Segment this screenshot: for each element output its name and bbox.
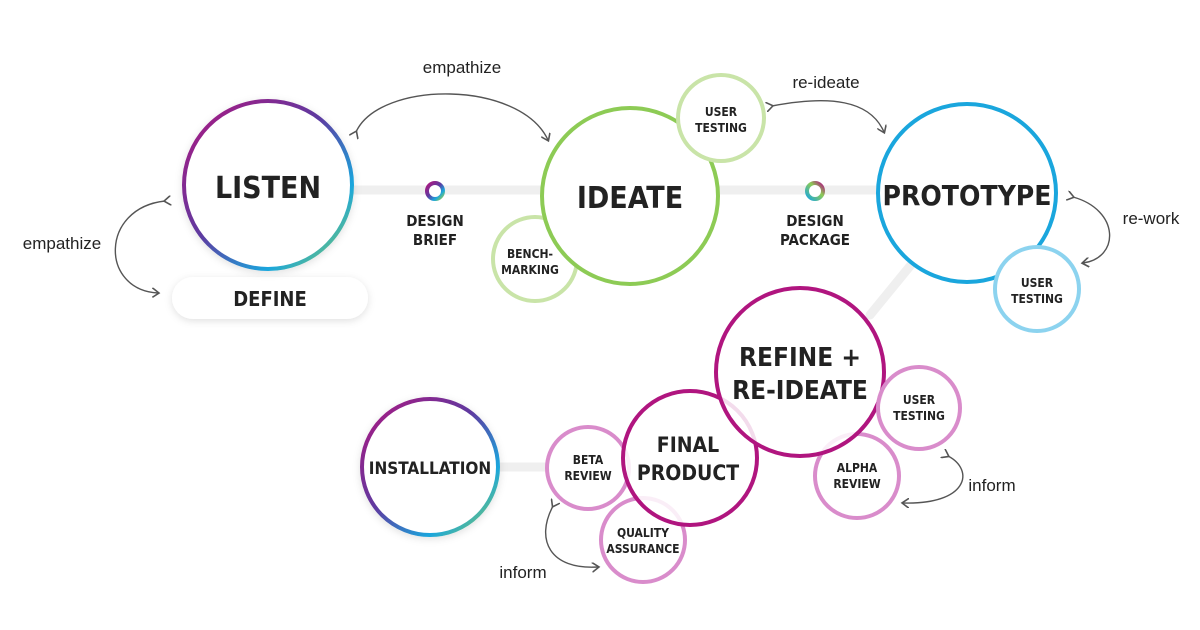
user-testing-prototype-line1: USER <box>1021 276 1054 290</box>
design-brief-line2: BRIEF <box>413 231 457 249</box>
alpha-review-node: ALPHA REVIEW <box>813 432 901 520</box>
refine-node: REFINE + RE-IDEATE <box>714 286 886 458</box>
empathize-top-label: empathize <box>423 58 501 77</box>
refine-line2: RE-IDEATE <box>732 376 868 406</box>
re-ideate-arrow <box>772 100 884 132</box>
user-testing-prototype-line2: TESTING <box>1011 292 1063 306</box>
define-label: DEFINE <box>233 287 307 311</box>
beta-review-line1: BETA <box>573 453 604 467</box>
empathize-left-arrow <box>114 201 165 293</box>
final-product-line2: PRODUCT <box>637 461 739 485</box>
quality-assurance-line2: ASSURANCE <box>606 542 679 556</box>
empathize-top-arrow <box>356 93 548 140</box>
connector-prototype-refine <box>865 255 920 320</box>
design-brief-marker: DESIGN BRIEF <box>406 181 464 249</box>
design-brief-line1: DESIGN <box>406 212 464 230</box>
prototype-label: PROTOTYPE <box>883 179 1052 212</box>
annotations: empathize empathize re-ideate re-work in… <box>23 58 1180 582</box>
installation-node: INSTALLATION <box>360 397 500 537</box>
inform-right-label: inform <box>968 476 1015 495</box>
design-package-line1: DESIGN <box>786 212 844 230</box>
quality-assurance-line1: QUALITY <box>617 526 669 540</box>
user-testing-refine-line1: USER <box>903 393 936 407</box>
refine-line1: REFINE + <box>739 343 861 373</box>
ideate-node: IDEATE <box>540 106 720 286</box>
inform-bottom-arrow <box>544 506 598 567</box>
benchmarking-line1: BENCH- <box>507 247 553 261</box>
alpha-review-line2: REVIEW <box>833 477 880 491</box>
user-testing-ideate-node: USER TESTING <box>676 73 766 163</box>
inform-right-arrow <box>903 456 964 503</box>
inform-bottom-label: inform <box>499 563 546 582</box>
connector-lines <box>350 185 920 472</box>
re-work-arrow <box>1073 197 1111 263</box>
user-testing-ideate-line2: TESTING <box>695 121 747 135</box>
listen-label: LISTEN <box>215 171 321 206</box>
design-package-marker: DESIGN PACKAGE <box>780 181 850 249</box>
feedback-arrows <box>114 93 1111 567</box>
installation-label: INSTALLATION <box>369 459 491 479</box>
empathize-left-label: empathize <box>23 234 101 253</box>
benchmarking-line2: MARKING <box>501 263 559 277</box>
design-package-line2: PACKAGE <box>780 231 850 249</box>
re-ideate-label: re-ideate <box>792 73 859 92</box>
listen-node: LISTEN <box>182 99 354 271</box>
user-testing-ideate-line1: USER <box>705 105 738 119</box>
alpha-review-line1: ALPHA <box>837 461 878 475</box>
user-testing-refine-node: USER TESTING <box>876 365 962 451</box>
prototype-node: PROTOTYPE <box>876 102 1058 284</box>
define-pill: DEFINE <box>172 277 368 319</box>
beta-review-node: BETA REVIEW <box>545 425 631 511</box>
final-product-line1: FINAL <box>657 433 719 457</box>
final-product-node: FINAL PRODUCT <box>621 389 759 527</box>
re-work-label: re-work <box>1123 209 1180 228</box>
beta-review-line2: REVIEW <box>564 469 611 483</box>
user-testing-prototype-node: USER TESTING <box>993 245 1081 333</box>
ideate-label: IDEATE <box>577 181 683 216</box>
user-testing-refine-line2: TESTING <box>893 409 945 423</box>
